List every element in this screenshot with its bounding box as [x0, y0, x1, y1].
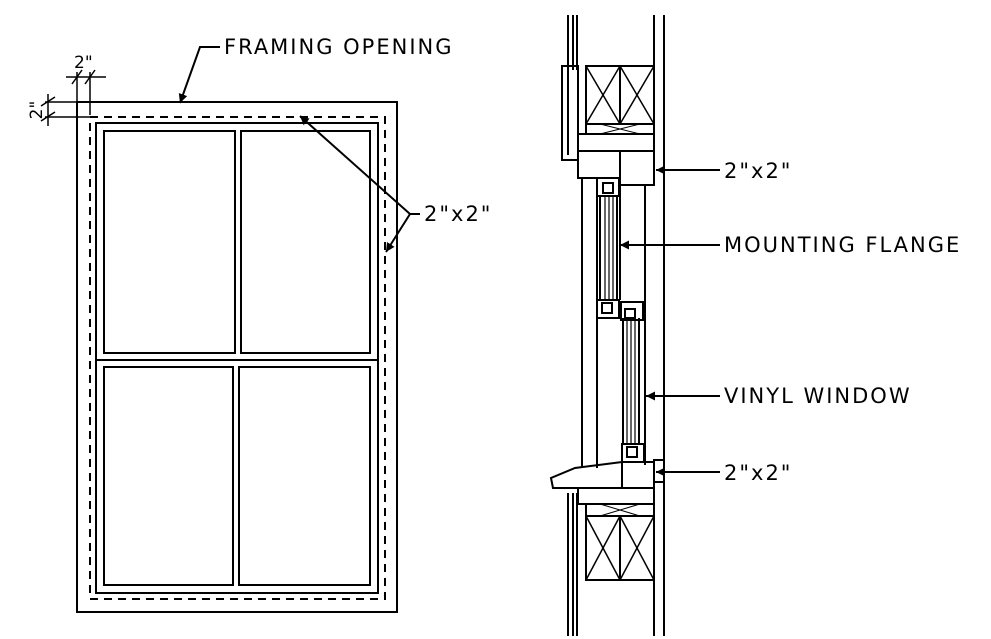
- vinyl-window-label: VINYL WINDOW: [724, 384, 912, 408]
- window-elevation: [76, 101, 398, 613]
- sill-stud-right: [619, 515, 655, 581]
- sill: [549, 460, 623, 489]
- elevation-2x2-label: 2"x2": [424, 202, 492, 226]
- sash-bottom-left: [103, 366, 234, 586]
- framing-opening-label: FRAMING OPENING: [224, 35, 454, 59]
- dim-side-label: 2": [27, 101, 47, 120]
- rough-frame-outline: [89, 116, 386, 600]
- elevation-2x2-leader-a: [299, 115, 411, 215]
- framing-opening-outline: [76, 101, 398, 613]
- sash-bottom-right: [238, 366, 371, 586]
- dimension-marks: [40, 69, 106, 126]
- sash-top-right: [240, 130, 371, 354]
- window-frame-outline: [95, 122, 379, 594]
- window-section: [549, 15, 665, 636]
- framing-opening-leader: [178, 46, 220, 104]
- elevation-2x2-leader-b: [385, 213, 411, 253]
- section-top-2x2-block: [619, 150, 655, 186]
- dim-top-label: 2": [74, 53, 93, 73]
- section-top-2x2-label: 2"x2": [724, 159, 792, 183]
- mounting-flange-label: MOUNTING FLANGE: [724, 233, 961, 257]
- sash-top-left: [103, 130, 236, 354]
- section-bottom-2x2-label: 2"x2": [724, 461, 792, 485]
